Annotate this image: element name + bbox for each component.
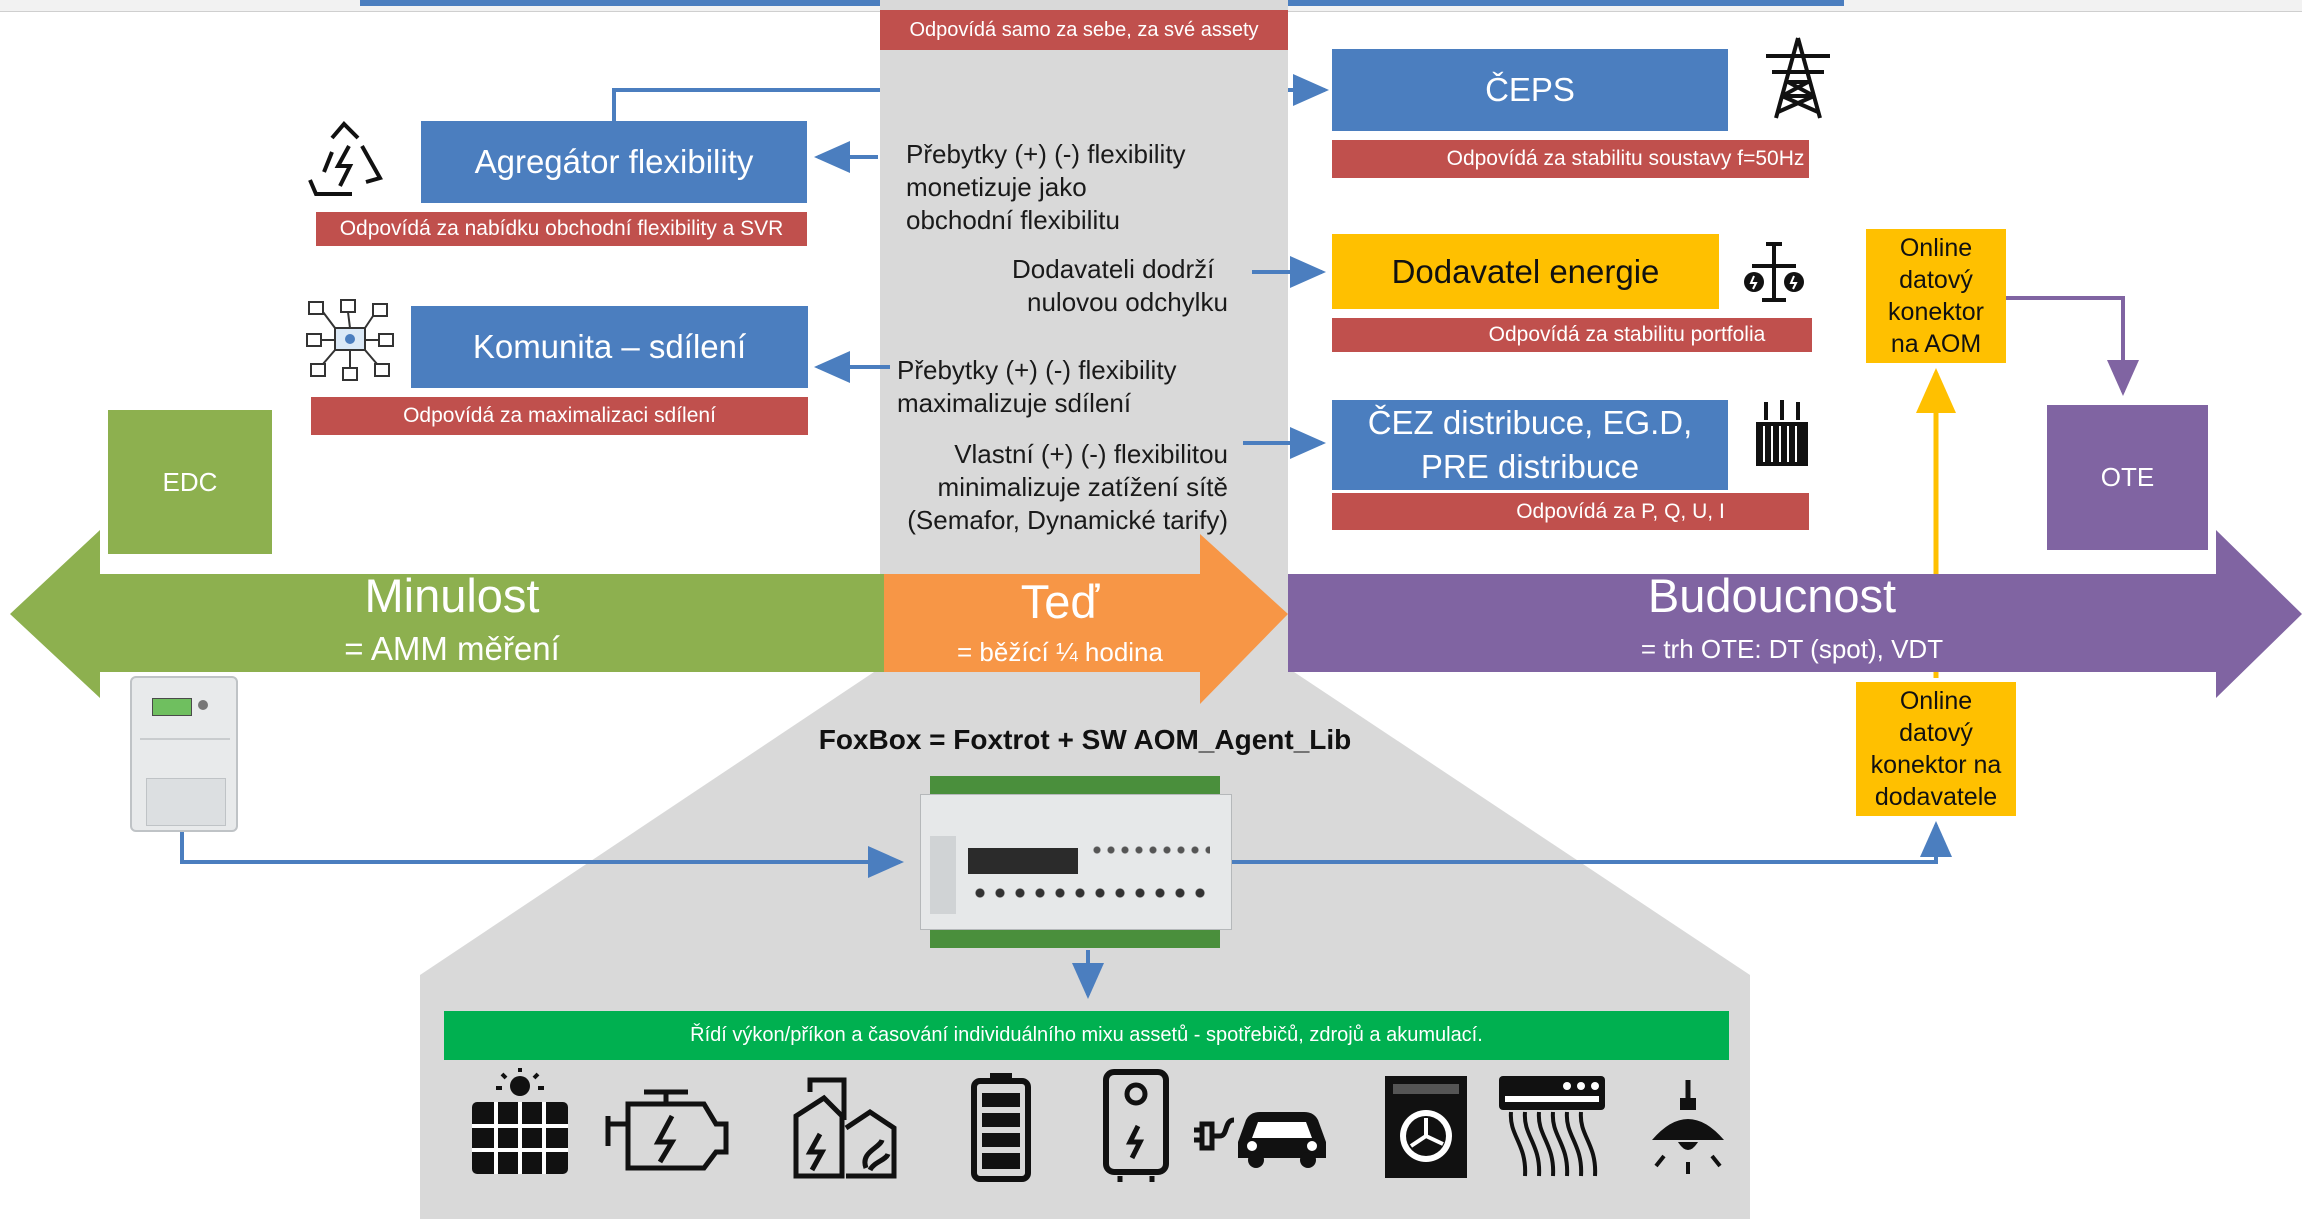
distribution-center-text: Vlastní (+) (-) flexibilitou minimalizuj… xyxy=(907,439,1228,535)
aggregator-note: Odpovídá za nabídku obchodní flexibility… xyxy=(316,212,807,246)
supplier-box: Dodavatel energie xyxy=(1332,234,1719,309)
distribution-box: ČEZ distribuce, EG.D, PRE distribuce xyxy=(1332,400,1728,490)
washing-machine-icon xyxy=(1385,1076,1467,1178)
aggregator-box: Agregátor flexibility xyxy=(421,121,807,203)
past-subtitle: = AMM měření xyxy=(344,630,560,667)
ceps-note: Odpovídá za stabilitu soustavy f=50Hz xyxy=(1332,140,1809,178)
ceps-box: ČEPS xyxy=(1332,49,1728,131)
edc-box: EDC xyxy=(108,410,272,554)
connector-supplier-box: Online datový konektor na dodavatele xyxy=(1856,682,2016,816)
solar-panel-icon xyxy=(472,1068,568,1174)
distribution-note: Odpovídá za P, Q, U, I xyxy=(1332,493,1809,530)
water-heater-icon xyxy=(1103,1069,1169,1182)
community-box: Komunita – sdílení xyxy=(411,306,808,388)
community-note: Odpovídá za maximalizaci sdílení xyxy=(311,397,808,435)
foxbox-title: FoxBox = Foxtrot + SW AOM_Agent_Lib xyxy=(818,724,1352,755)
heater-icon xyxy=(1499,1076,1605,1177)
foxbox-device-image xyxy=(920,776,1232,948)
factory-icon xyxy=(793,1077,897,1179)
past-arrow xyxy=(10,530,884,698)
light-bulb-icon xyxy=(1652,1080,1724,1174)
self-responsibility-note: Odpovídá samo za sebe, za své assety xyxy=(880,10,1288,50)
supplier-center-text: Dodavateli dodrží nulovou odchylku xyxy=(1012,254,1228,317)
future-subtitle: = trh OTE: DT (spot), VDT xyxy=(1640,634,1944,664)
control-description-bar: Řídí výkon/příkon a časování individuáln… xyxy=(444,1011,1729,1060)
aggregator-center-text: Přebytky (+) (-) flexibility monetizuje … xyxy=(906,139,1186,235)
now-arrow xyxy=(884,534,1288,704)
connector-aom-box: Online datový konektor na AOM xyxy=(1866,229,2006,363)
recycle-bolt-icon xyxy=(308,121,383,196)
engine-icon xyxy=(605,1089,729,1171)
future-title: Budoucnost xyxy=(1647,569,1897,622)
now-subtitle: = běžící ¼ hodina xyxy=(957,637,1163,667)
ev-charging-car-icon xyxy=(1194,1112,1326,1168)
community-center-text: Přebytky (+) (-) flexibility maximalizuj… xyxy=(897,355,1177,418)
ote-box: OTE xyxy=(2047,405,2208,550)
future-arrow xyxy=(1288,530,2302,698)
community-sharing-icon xyxy=(306,299,394,381)
battery-icon xyxy=(971,1073,1031,1182)
electricity-meter-image xyxy=(130,676,238,832)
power-pylon-icon xyxy=(1766,37,1830,119)
past-title: Minulost xyxy=(364,569,540,622)
now-title: Teď xyxy=(1020,575,1100,628)
scale-icon xyxy=(1744,242,1804,302)
supplier-note: Odpovídá za stabilitu portfolia xyxy=(1332,318,1812,352)
transformer-icon xyxy=(1756,400,1808,466)
